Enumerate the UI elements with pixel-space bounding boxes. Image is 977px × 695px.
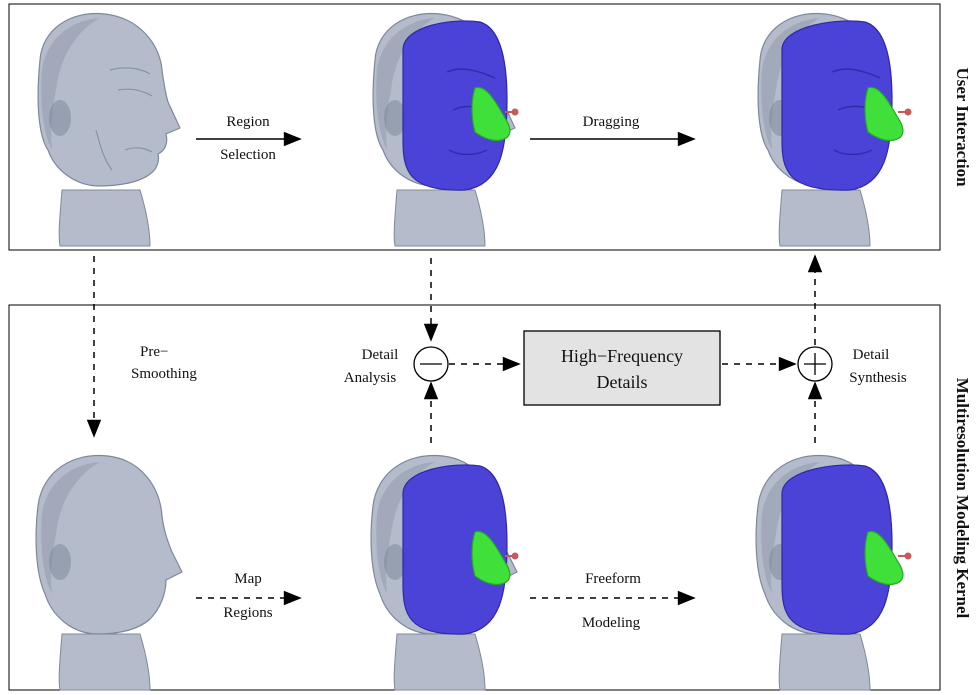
head-dragged <box>757 12 912 247</box>
freeform-label: Freeform <box>585 571 641 587</box>
region-selection-arrow: Region Selection <box>196 114 302 163</box>
high-frequency-details-box: High−Frequency Details <box>523 330 721 406</box>
modeling-label: Modeling <box>582 615 641 631</box>
pre-label: Pre− <box>140 344 168 360</box>
selection-label: Selection <box>220 147 276 163</box>
freeform-modeling-arrow: Freeform Modeling <box>530 571 696 631</box>
regions-label: Regions <box>223 605 272 621</box>
detail-synthesis-synthesis: Synthesis <box>849 370 907 386</box>
modeling-kernel-label: Multiresolution Modeling Kernel <box>953 378 972 619</box>
detail-analysis-analysis: Analysis <box>344 370 397 386</box>
head-smoothed-regions <box>370 454 519 691</box>
dragging-arrow: Dragging <box>530 114 696 147</box>
head-smoothed <box>35 454 183 691</box>
head-selected <box>372 12 519 247</box>
heads-group <box>35 12 912 691</box>
add-operator <box>797 346 833 382</box>
pre-smoothing-arrow: Pre− Smoothing <box>86 256 197 438</box>
user-interaction-label: User Interaction <box>953 67 972 187</box>
head-smoothed-modeled <box>755 454 912 691</box>
detail-analysis-detail: Detail <box>362 347 399 363</box>
box-line-2: Details <box>597 372 648 392</box>
subtract-operator <box>413 346 449 382</box>
detail-synthesis-detail: Detail <box>853 347 890 363</box>
dragging-label: Dragging <box>583 114 640 130</box>
smoothing-label: Smoothing <box>131 366 197 382</box>
map-regions-arrow: Map Regions <box>196 571 302 621</box>
head-original <box>37 12 181 247</box>
box-line-1: High−Frequency <box>561 346 683 366</box>
user-interaction-panel <box>8 3 941 251</box>
region-label: Region <box>226 114 270 130</box>
map-label: Map <box>234 571 262 587</box>
